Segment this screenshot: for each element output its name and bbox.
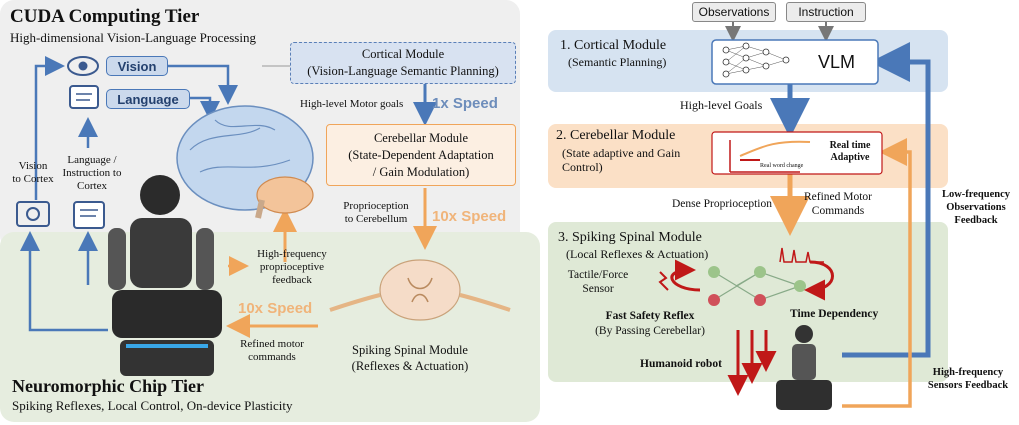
right-spinal-title: 3. Spiking Spinal Module [558,230,702,245]
language-to-brain-arrow [190,96,220,121]
spinal-module-label: Spiking Spinal Module(Reflexes & Actuati… [351,343,469,373]
right-cerebellar-title: 2. Cerebellar Module [556,128,676,143]
humanoid-label: Humanoid robot [640,358,722,370]
doc-icon-shape [73,201,105,229]
brain-illustration [176,105,314,219]
time-dependency-loop [804,260,834,301]
low-freq-feedback-arrow [842,42,931,358]
instruction-box: Instruction [786,2,866,22]
cuda-tier-subtitle: High-dimensional Vision-Language Process… [10,30,256,45]
speed-1x-label: 1x Speed [432,95,498,112]
cerebellar-module-box: Cerebellar Module (State-Dependent Adapt… [326,124,516,186]
robot-to-vision-arrow [20,231,108,332]
camera-icon-shape [16,201,50,227]
real-word-change: Real word change [760,163,804,169]
neuron-network [713,271,801,301]
spinal-cord-illustration [329,259,511,321]
vision-to-cortex-arrow [34,56,65,200]
right-spinal-sub: (Local Reflexes & Actuation) [566,247,709,261]
humanoid-robot-small [776,325,832,410]
vlm-label: VLM [818,52,856,72]
cuda-tier-title: CUDA Computing Tier [10,6,200,27]
right-cortical-sub: (Semantic Planning) [568,55,667,69]
by-passing-label: (By Passing Cerebellar) [595,325,705,337]
time-dependency-label: Time Dependency [790,308,879,320]
vision-to-brain-arrow [165,64,238,105]
fast-reflex-label: Fast Safety Reflex [605,310,695,322]
neuro-tier-subtitle: Spiking Reflexes, Local Control, On-devi… [12,398,293,413]
speed-10x-label-b: 10x Speed [238,300,313,317]
language-pill: Language [106,89,190,109]
speed-10x-label-a: 10x Speed [432,208,507,225]
observations-box: Observations [692,2,776,22]
high-level-goals-label: High-level Goals [680,98,763,112]
dense-proprio-label: Dense Proprioception [672,198,772,210]
neuro-tier-title: Neuromorphic Chip Tier [12,376,205,396]
right-cortical-title: 1. Cortical Module [560,38,667,53]
motor-goals-label: High-level Motor goals [300,98,404,110]
cortical-module-box: Cortical Module (Vision-Language Semanti… [290,42,516,84]
high-freq-feedback-arrow [842,138,912,408]
speech-icon-shape [69,85,99,109]
vision-pill: Vision [106,56,168,76]
fast-reflex-loop [670,259,701,292]
robot-illustration [108,175,222,376]
eye-icon-shape [67,56,99,76]
